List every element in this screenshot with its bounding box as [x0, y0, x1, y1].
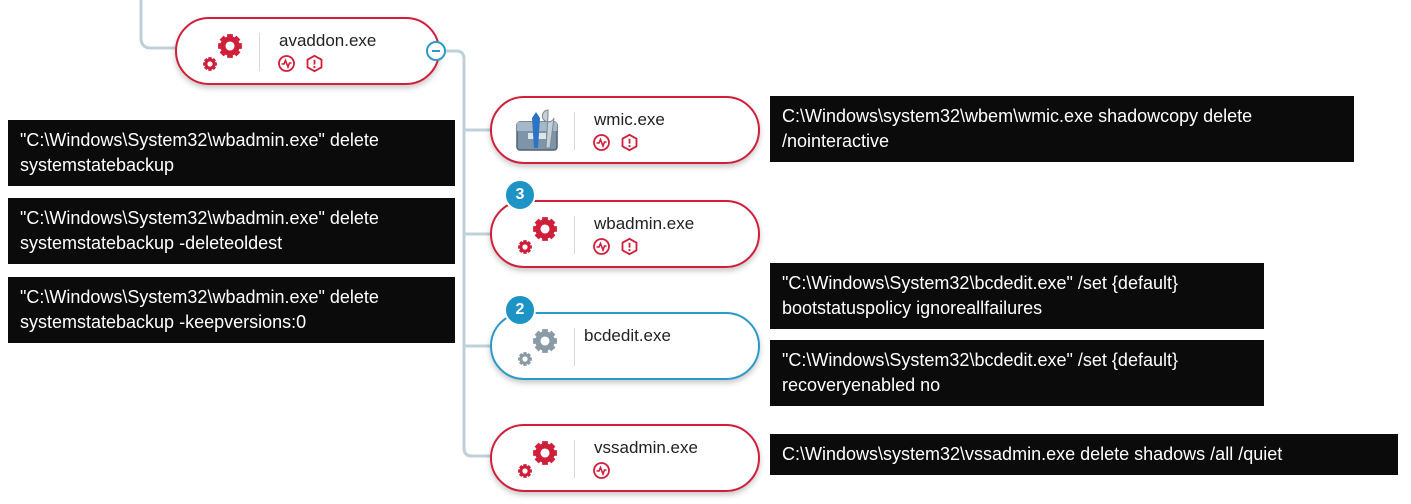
command-callout-wmic: C:\Windows\system32\wbem\wmic.exe shadow… [770, 96, 1354, 162]
collapse-toggle-button[interactable] [426, 41, 446, 61]
wmic-tool-icon [516, 109, 558, 151]
command-callout-bcdedit: "C:\Windows\System32\bcdedit.exe" /set {… [770, 263, 1264, 329]
process-node-wmic[interactable]: wmic.exe [490, 96, 760, 164]
command-callout-vssadmin: C:\Windows\system32\vssadmin.exe delete … [770, 434, 1398, 475]
node-separator [574, 216, 575, 254]
process-icon [199, 29, 249, 75]
instance-count-badge: 3 [504, 179, 536, 211]
threat-badge-icon [622, 133, 638, 152]
process-node-wbadmin[interactable]: wbadmin.exe [490, 200, 760, 268]
process-name: wmic.exe [594, 110, 665, 129]
process-node-bcdedit[interactable]: bcdedit.exe [490, 312, 760, 380]
threat-badge-icon [622, 237, 638, 256]
node-separator [574, 440, 575, 478]
node-separator [574, 328, 575, 366]
activity-badge-icon [593, 238, 610, 255]
process-name: vssadmin.exe [594, 438, 698, 457]
process-icon [514, 212, 564, 258]
node-separator [259, 33, 260, 71]
process-name: wbadmin.exe [594, 214, 695, 233]
activity-badge-icon [593, 134, 610, 151]
process-name: bcdedit.exe [584, 326, 671, 345]
process-node-avaddon[interactable]: avaddon.exe [175, 17, 440, 85]
command-callout-wbadmin: "C:\Windows\System32\wbadmin.exe" delete… [8, 198, 455, 264]
process-icon [514, 436, 564, 482]
process-icon [514, 324, 564, 370]
command-callout-wbadmin: "C:\Windows\System32\wbadmin.exe" delete… [8, 120, 455, 186]
minus-icon [432, 50, 440, 52]
node-badges [592, 461, 616, 481]
command-callout-bcdedit: "C:\Windows\System32\bcdedit.exe" /set {… [770, 340, 1264, 406]
node-badges [592, 133, 644, 153]
trunk-connector [446, 49, 492, 458]
instance-count-badge: 2 [504, 294, 536, 326]
parent-connector [139, 0, 178, 50]
threat-badge-icon [307, 54, 323, 73]
node-badges [277, 54, 329, 74]
process-name: avaddon.exe [279, 31, 377, 50]
node-badges [592, 237, 644, 257]
process-node-vssadmin[interactable]: vssadmin.exe [490, 424, 760, 492]
node-separator [574, 112, 575, 150]
command-callout-wbadmin: "C:\Windows\System32\wbadmin.exe" delete… [8, 277, 455, 343]
activity-badge-icon [278, 55, 295, 72]
activity-badge-icon [593, 462, 610, 479]
